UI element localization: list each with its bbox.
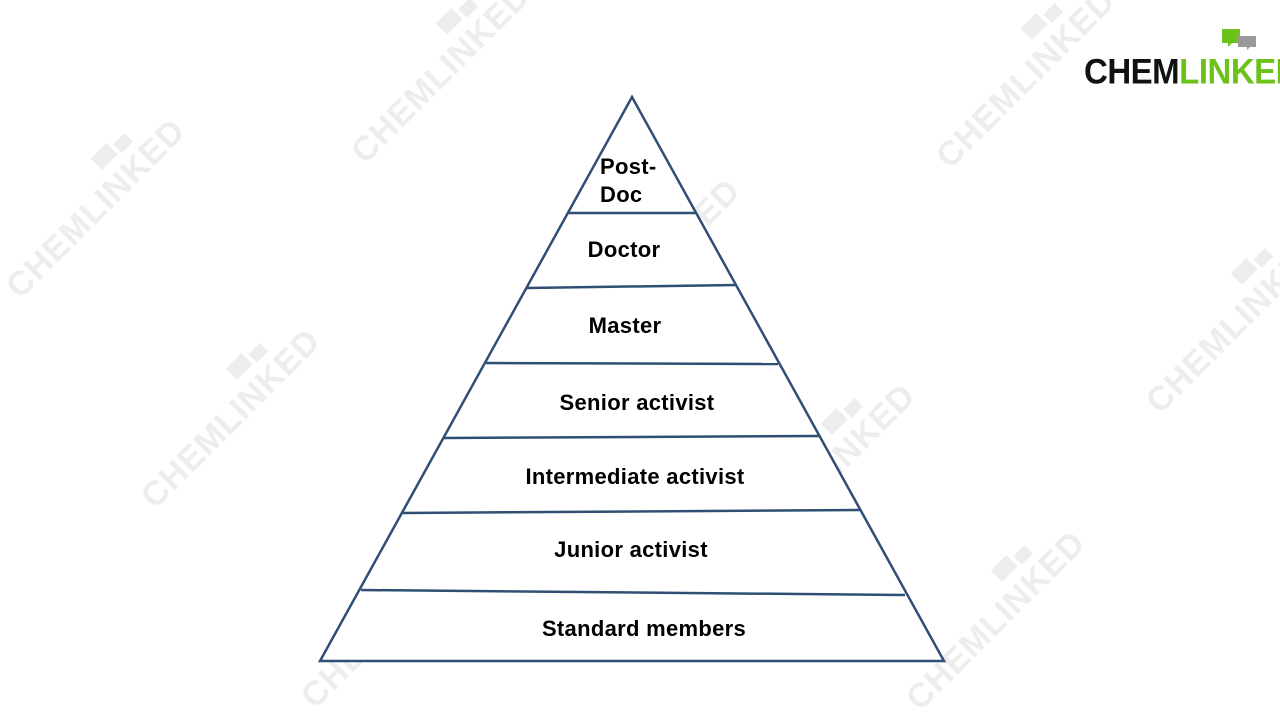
tier-divider [402, 508, 861, 515]
tier-post-doc-line1: Post- [600, 154, 657, 179]
tier-junior-activist: Junior activist [554, 537, 708, 562]
tier-divider [485, 361, 779, 366]
logo-chem: CHEM [1084, 50, 1180, 91]
logo-wordmark: CHEMLINKED [1084, 50, 1280, 91]
logo-linked: LINKED [1179, 50, 1280, 91]
tier-divider [443, 434, 820, 440]
tier-divider [526, 283, 737, 290]
tier-doctor: Doctor [588, 237, 661, 262]
tier-divider [360, 588, 906, 597]
pyramid-outline [317, 94, 947, 663]
chemlinked-logo: CHEMLINKED [1082, 28, 1280, 90]
tier-master: Master [589, 313, 662, 338]
tier-senior-activist: Senior activist [560, 390, 715, 415]
tier-intermediate-activist: Intermediate activist [525, 464, 744, 489]
tier-post-doc-line2: Doc [600, 182, 642, 207]
tier-standard-members: Standard members [542, 616, 746, 641]
chat-bubbles-icon [1222, 29, 1256, 50]
